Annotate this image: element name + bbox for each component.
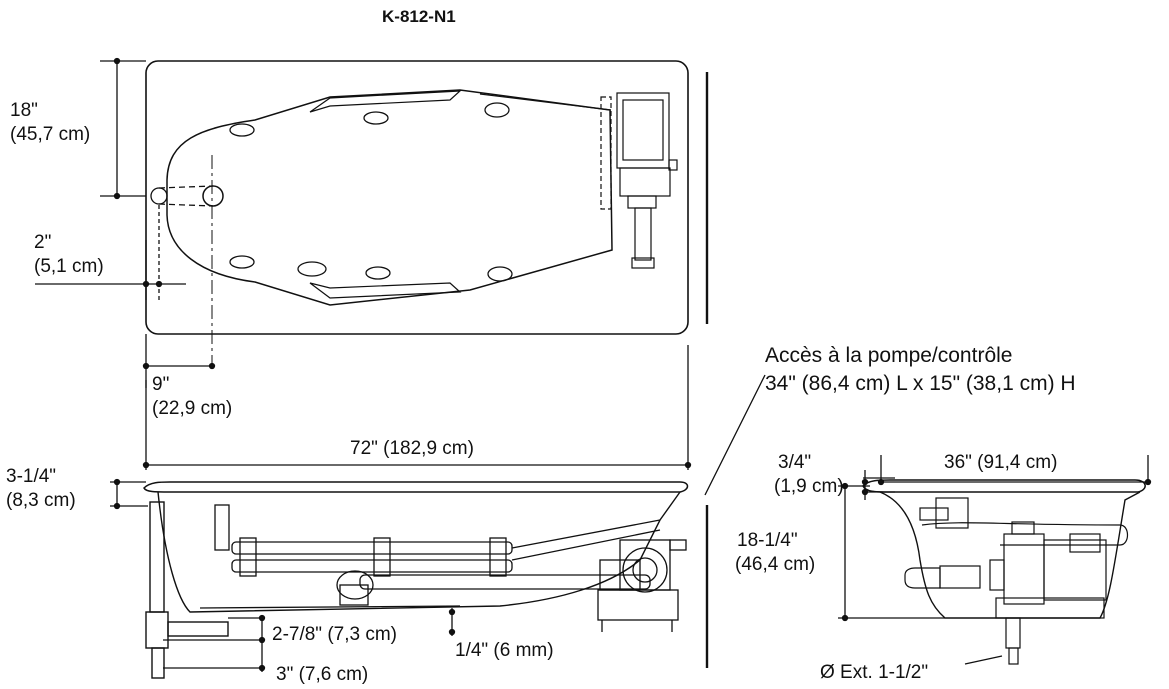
model-title: K-812-N1 [382, 7, 456, 26]
end-components [904, 497, 1129, 665]
dim-drain-end-cm: (22,9 cm) [152, 398, 233, 419]
jet [487, 266, 513, 282]
pump-side [597, 539, 687, 632]
jet [297, 261, 327, 277]
pump-assembly-plan [479, 92, 678, 269]
side-view [110, 374, 766, 679]
drain-outlet-label: Ø Ext. 1-1/2" [820, 662, 929, 683]
dim-end-width: 36" (91,4 cm) [944, 452, 1058, 473]
jet [363, 111, 389, 125]
dim-width-cm: (45,7 cm) [10, 124, 91, 145]
end-view [838, 455, 1152, 665]
dim-drain-depth: 3" (7,6 cm) [276, 664, 369, 685]
dim-lip-in: 3/4" [778, 452, 812, 473]
access-line2: 34" (86,4 cm) L x 15" (38,1 cm) H [765, 372, 1076, 395]
access-line1: Accès à la pompe/contrôle [765, 344, 1013, 367]
dim-lip-cm: (1,9 cm) [774, 476, 844, 497]
tub-outline-plan [145, 60, 689, 335]
dim-height-cm: (46,4 cm) [735, 554, 816, 575]
jet [229, 123, 255, 137]
dim-drain-offset-in: 2" [34, 232, 52, 253]
jet [484, 102, 510, 118]
dim-rim-in: 3-1/4" [6, 466, 57, 487]
drain-circle [202, 185, 224, 207]
dim-rim-cm: (8,3 cm) [6, 490, 76, 511]
dim-length: 72" (182,9 cm) [350, 438, 474, 459]
dim-height-in: 18-1/4" [737, 530, 798, 551]
jet [365, 266, 391, 280]
dim-drain-end-in: 9" [152, 374, 170, 395]
basin-outline [166, 89, 613, 306]
dim-bottom-gap: 1/4" (6 mm) [455, 640, 554, 661]
drain-pipe [145, 501, 229, 679]
dim-width-in: 18" [10, 100, 38, 121]
dim-drain-height: 2-7/8" (7,3 cm) [272, 624, 398, 645]
piping [214, 504, 661, 606]
dim-drain-offset-cm: (5,1 cm) [34, 256, 104, 277]
jet [229, 255, 255, 269]
plan-view [35, 57, 709, 470]
